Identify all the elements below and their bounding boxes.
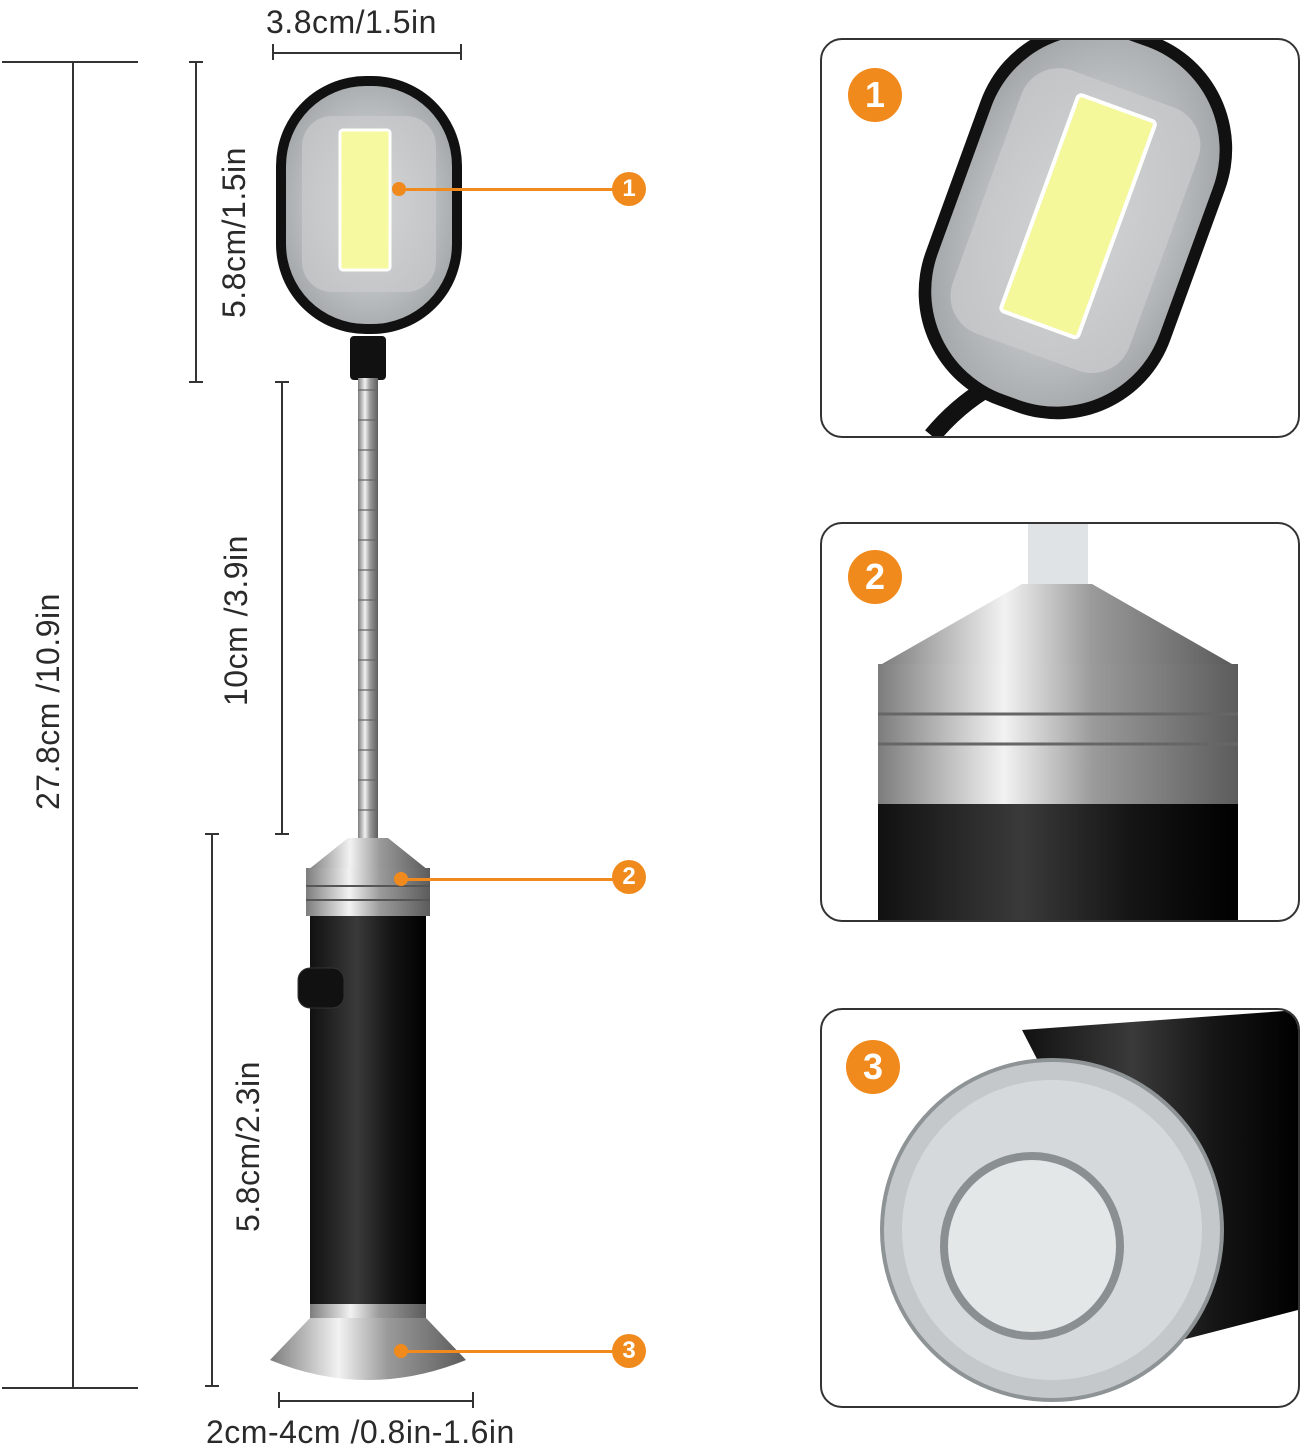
callout-dot-3 [394,1344,408,1358]
panel-badge-1: 1 [848,68,902,122]
gooseneck-label: 10cm /3.9in [218,535,254,706]
cap-closeup [878,524,1238,920]
handle-tick-top [205,833,219,835]
handle-line [211,834,213,1386]
base-width-line [278,1400,474,1402]
cob-led [338,128,392,272]
gooseneck-tick-top [275,381,289,383]
head-height-tick-top [189,61,203,63]
base-closeup [880,1010,1298,1402]
callout-badge-2: 2 [612,860,646,894]
total-length-tick-top [2,61,138,63]
detail-panel-cap: 2 [820,522,1300,922]
head-width-tick-right [460,44,462,60]
callout-line-3 [402,1350,614,1353]
head-width-label: 3.8cm/1.5in [266,4,437,40]
gooseneck-line [281,382,283,834]
total-length-line [72,62,74,1388]
base-width-label: 2cm-4cm /0.8in-1.6in [206,1414,515,1450]
callout-badge-1: 1 [612,172,646,206]
panel-badge-3: 3 [846,1040,900,1094]
callout-badge-3: 3 [612,1334,646,1368]
power-switch [297,967,345,1009]
magnet-disc [940,1152,1124,1340]
handle-tick-bottom [205,1385,219,1387]
base-width-tick-right [472,1392,474,1408]
callout-line-2 [402,878,614,881]
top-cap [308,838,428,870]
callout-line-1 [400,188,616,191]
cob-led-closeup [999,93,1157,340]
head-width-line [272,52,462,54]
panel-badge-2: 2 [848,550,902,604]
base-width-tick-left [278,1392,280,1408]
magnetic-base [270,1318,466,1380]
callout-dot-1 [392,182,406,196]
detail-panel-head: 1 [820,38,1300,438]
head-closeup [918,40,1233,436]
total-length-label: 27.8cm /10.9in [30,593,66,810]
callout-dot-2 [394,872,408,886]
head-height-label: 5.8cm/1.5in [216,147,252,318]
lamp-illustration [270,76,466,1380]
head-height-tick-bottom [189,381,203,383]
head-height-line [195,62,197,382]
gooseneck-tick-bottom [275,833,289,835]
detail-panel-base: 3 [820,1008,1300,1408]
total-length-tick-bottom [2,1387,138,1389]
gooseneck [358,378,378,838]
head-width-tick-left [272,44,274,60]
